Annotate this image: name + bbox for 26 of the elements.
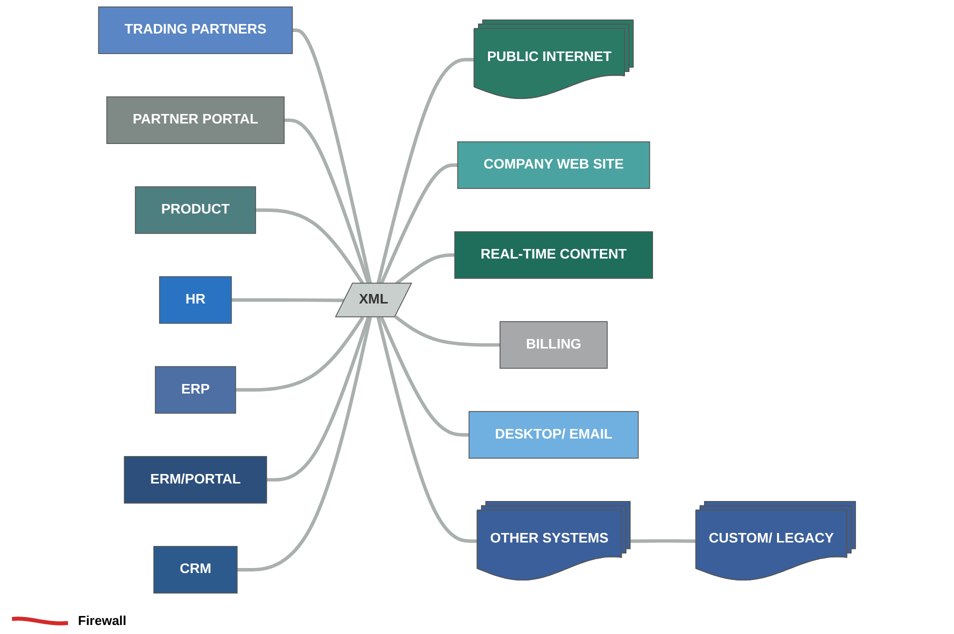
- node-box: PRODUCT: [134, 186, 256, 234]
- connector: [380, 316, 470, 437]
- connector: [394, 315, 500, 347]
- firewall-label: Firewall: [78, 613, 126, 628]
- connector: [256, 208, 364, 285]
- node-box: BILLING: [500, 321, 608, 369]
- connector: [380, 163, 458, 284]
- connector: [376, 58, 475, 284]
- connector: [237, 316, 372, 572]
- node-box: DESKTOP/ EMAIL: [468, 411, 639, 459]
- connector: [292, 28, 372, 284]
- connector: [376, 316, 478, 543]
- node-box: ERM/PORTAL: [124, 456, 268, 504]
- node-box: HR: [159, 276, 232, 324]
- node-box: CRM: [153, 546, 238, 594]
- connector: [231, 298, 344, 302]
- node-box: ERP: [154, 366, 236, 414]
- node-box: TRADING PARTNERS: [98, 6, 293, 54]
- connector: [236, 316, 364, 392]
- connector: [266, 316, 370, 482]
- connector: [395, 253, 455, 285]
- connector: [284, 118, 370, 284]
- node-box: COMPANY WEB SITE: [457, 141, 650, 189]
- node-box: REAL-TIME CONTENT: [454, 231, 654, 279]
- node-box: PARTNER PORTAL: [106, 96, 285, 144]
- connector: [630, 539, 696, 543]
